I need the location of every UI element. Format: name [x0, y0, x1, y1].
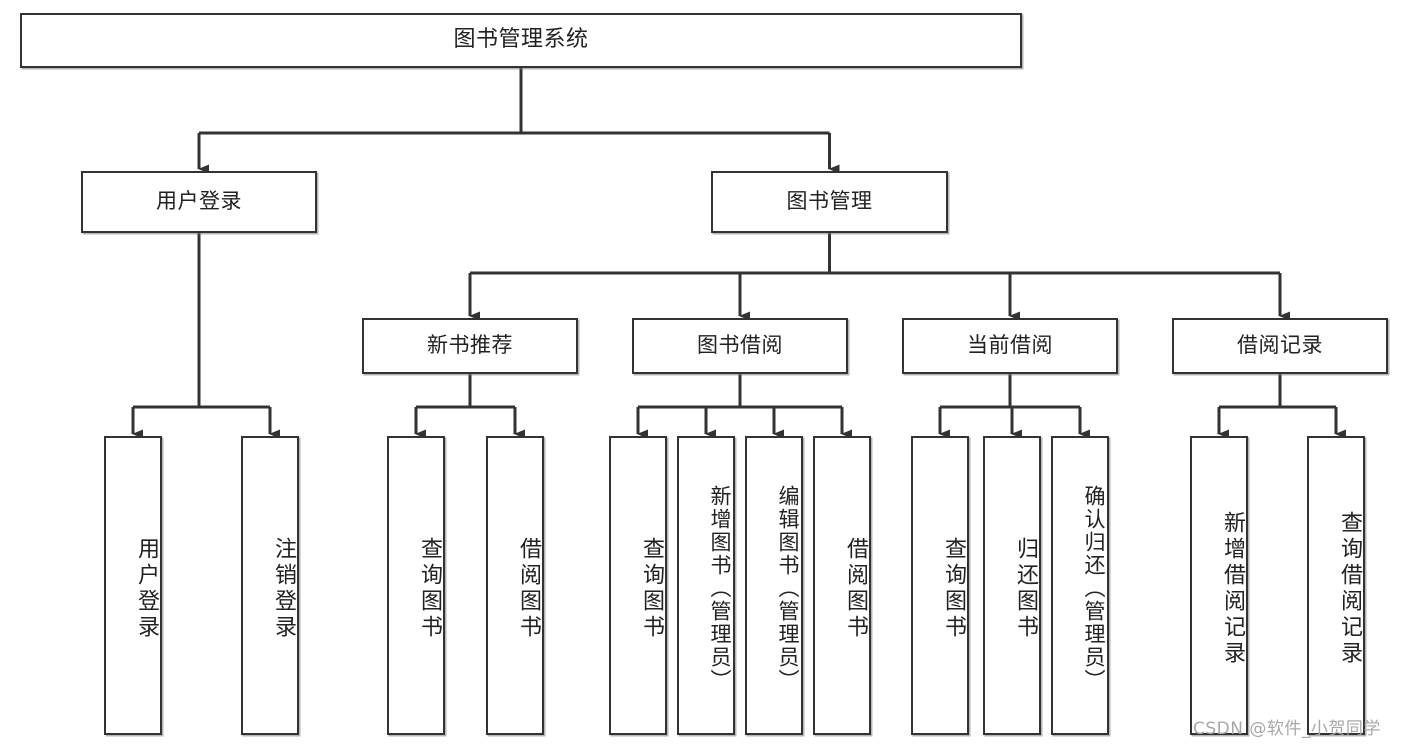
- node-label: 借阅记录: [1237, 333, 1323, 358]
- node-leaf-query-record[interactable]: 查询借阅记录: [1307, 436, 1365, 735]
- node-leaf-user-login[interactable]: 用户登录: [104, 436, 162, 735]
- node-leaf-edit-book[interactable]: 编辑图书（管理员）: [745, 436, 803, 735]
- csdn-watermark: CSDN @软件_小贺同学: [1193, 719, 1381, 739]
- node-leaf-query-book-2[interactable]: 查询图书: [609, 436, 667, 735]
- node-label: 确认归还（管理员）: [1082, 485, 1106, 692]
- node-book-manage[interactable]: 图书管理: [711, 171, 948, 233]
- node-leaf-add-record[interactable]: 新增借阅记录: [1190, 436, 1248, 735]
- node-current-borrow[interactable]: 当前借阅: [902, 318, 1118, 374]
- node-label: 查询图书: [639, 536, 664, 641]
- node-borrow-record[interactable]: 借阅记录: [1172, 318, 1388, 374]
- node-label: 用户登录: [156, 189, 242, 214]
- node-label: 新书推荐: [427, 333, 513, 358]
- node-label: 注销登录: [271, 536, 296, 641]
- node-label: 查询图书: [941, 536, 966, 641]
- node-leaf-borrow-book-1[interactable]: 借阅图书: [486, 436, 544, 735]
- node-label: 新增借阅记录: [1220, 510, 1245, 667]
- node-label: 当前借阅: [967, 333, 1053, 358]
- node-leaf-query-book-1[interactable]: 查询图书: [387, 436, 445, 735]
- node-leaf-confirm-return[interactable]: 确认归还（管理员）: [1051, 436, 1109, 735]
- node-label: 归还图书: [1013, 536, 1038, 641]
- node-label: 新增图书（管理员）: [708, 485, 732, 692]
- node-label: 借阅图书: [516, 536, 541, 641]
- node-leaf-query-book-3[interactable]: 查询图书: [911, 436, 969, 735]
- node-label: 图书借阅: [697, 333, 783, 358]
- node-label: 查询借阅记录: [1337, 510, 1362, 667]
- node-leaf-logout[interactable]: 注销登录: [241, 436, 299, 735]
- node-leaf-add-book[interactable]: 新增图书（管理员）: [677, 436, 735, 735]
- node-label: 图书管理系统: [453, 27, 589, 53]
- node-leaf-borrow-book-2[interactable]: 借阅图书: [813, 436, 871, 735]
- node-new-book-rec[interactable]: 新书推荐: [362, 318, 578, 374]
- node-label: 借阅图书: [843, 536, 868, 641]
- node-label: 查询图书: [417, 536, 442, 641]
- node-root[interactable]: 图书管理系统: [20, 13, 1022, 68]
- node-user-login[interactable]: 用户登录: [81, 171, 317, 233]
- node-label: 用户登录: [134, 536, 159, 641]
- node-book-borrow[interactable]: 图书借阅: [632, 318, 848, 374]
- node-label: 编辑图书（管理员）: [776, 485, 800, 692]
- node-leaf-return-book[interactable]: 归还图书: [983, 436, 1041, 735]
- node-label: 图书管理: [786, 189, 873, 214]
